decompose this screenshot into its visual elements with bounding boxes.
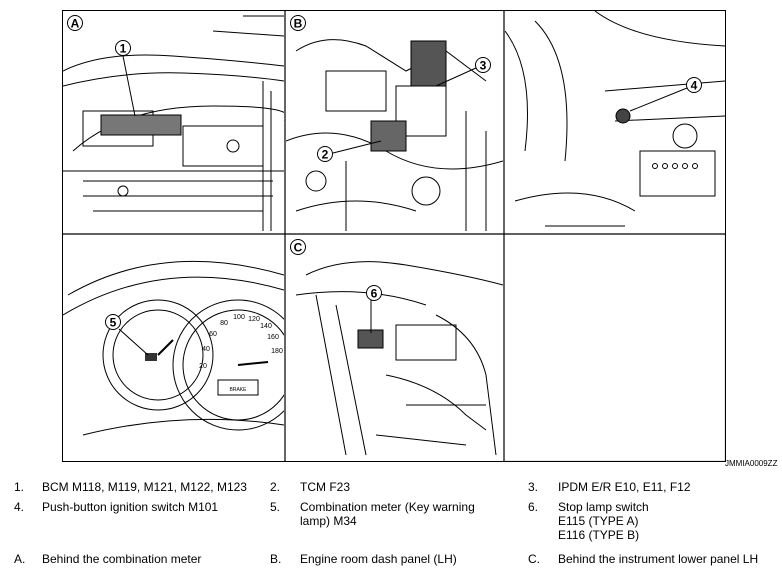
callout-3: 3	[480, 59, 487, 73]
callout-2: 2	[322, 148, 329, 162]
legend-num: 6.	[528, 500, 539, 514]
speedo-tick: 100	[233, 314, 245, 321]
callout-6: 6	[371, 287, 378, 301]
panel-bottom-left: BRAKE 20 40 60 80 100 120 140 160 180 5	[63, 235, 284, 461]
legend-text: Stop lamp switch E115 (TYPE A) E116 (TYP…	[558, 500, 649, 542]
panel-c-letter: C	[294, 241, 303, 255]
panel-b-letter: B	[294, 17, 303, 31]
legend-num: 4.	[14, 500, 25, 514]
legend-num: B.	[270, 552, 282, 566]
speedo-tick: 120	[248, 316, 260, 323]
speedo-tick: 140	[260, 323, 272, 330]
legend-num: 1.	[14, 480, 25, 494]
legend-text: TCM F23	[300, 480, 351, 494]
panel-a-illustration: A 1	[63, 15, 284, 231]
legend-num: 2.	[270, 480, 281, 494]
brake-label: BRAKE	[230, 387, 248, 393]
panel-b-illustration: B 3 2	[286, 15, 503, 231]
speedo-tick: 80	[220, 320, 228, 327]
legend-text: Push-button ignition switch M101	[42, 500, 219, 514]
callout-4: 4	[691, 79, 698, 93]
panel-a-letter: A	[71, 17, 80, 31]
speedo-tick: 60	[209, 331, 217, 338]
legend-num: C.	[528, 552, 540, 566]
legend-num: 5.	[270, 500, 281, 514]
legend-num: 3.	[528, 480, 539, 494]
legend-text: BCM M118, M119, M121, M122, M123	[42, 480, 247, 494]
speedo-tick: 40	[202, 346, 210, 353]
panel-a: A 1	[63, 11, 284, 233]
panel-c: C 6	[286, 235, 503, 461]
panel-bottom-left-illustration: BRAKE 20 40 60 80 100 120 140 160 180 5	[63, 260, 284, 436]
speedo-tick: 160	[267, 334, 279, 341]
legend-text: Behind the combination meter	[42, 552, 202, 566]
panel-top-right-illustration: 4	[505, 11, 725, 227]
panel-top-right: 4	[505, 11, 725, 233]
legend-num: A.	[14, 552, 26, 566]
legend-text: IPDM E/R E10, E11, F12	[558, 480, 691, 494]
legend-text: Combination meter (Key warning lamp) M34	[300, 500, 475, 528]
panel-b: B 3 2	[286, 11, 503, 233]
figure-code: JMMIA0009ZZ	[725, 459, 778, 468]
figure: A 1 B 3 2	[62, 10, 777, 468]
speedo-tick: 20	[199, 363, 207, 370]
callout-1: 1	[120, 42, 127, 56]
speedo-tick: 180	[271, 348, 283, 355]
panel-c-illustration: C 6	[290, 239, 503, 456]
callout-5: 5	[110, 316, 117, 330]
legend-text: Behind the instrument lower panel LH	[558, 552, 759, 566]
legend-text: Engine room dash panel (LH)	[300, 552, 457, 566]
